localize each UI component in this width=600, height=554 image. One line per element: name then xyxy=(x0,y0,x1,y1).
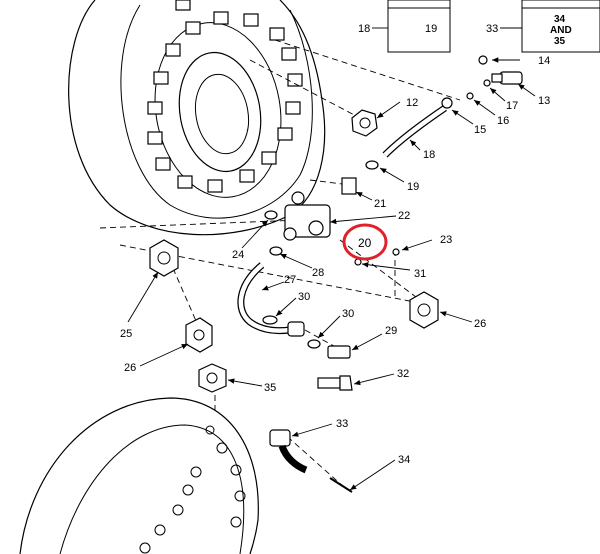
callout-21: 21 xyxy=(374,198,386,210)
oring-14 xyxy=(478,55,488,65)
washer-24 xyxy=(264,210,278,220)
callout-31: 31 xyxy=(414,268,426,280)
callout-23: 23 xyxy=(440,234,452,246)
box-label-and: AND xyxy=(550,25,572,36)
lower-wheel xyxy=(19,397,259,554)
callout-30a: 30 xyxy=(298,291,310,303)
callout-26b: 26 xyxy=(474,318,486,330)
leader-lines xyxy=(127,57,536,491)
nut-25 xyxy=(149,239,179,277)
hub-studs xyxy=(147,11,303,193)
fitting-27-end xyxy=(287,321,305,337)
oring-30b xyxy=(307,339,321,349)
fitting-29 xyxy=(327,345,351,359)
stem-34 xyxy=(329,477,353,493)
reference-box-33-35: 33 34 AND 35 xyxy=(486,0,600,53)
callout-24: 24 xyxy=(232,249,244,261)
oring-19 xyxy=(365,160,379,170)
bolt-32 xyxy=(317,375,353,391)
plug-23 xyxy=(392,248,400,256)
oring-28 xyxy=(269,246,283,256)
callout-13: 13 xyxy=(538,95,550,107)
callout-35: 35 xyxy=(264,382,276,394)
oring-30a xyxy=(262,315,278,325)
highlighted-callout-20: 20 xyxy=(342,223,388,261)
box-label-18: 18 xyxy=(358,23,370,35)
callout-16: 16 xyxy=(497,115,509,127)
callout-25: 25 xyxy=(120,328,132,340)
callout-14: 14 xyxy=(538,55,550,67)
nut-35 xyxy=(198,363,227,393)
fitting-21 xyxy=(341,177,357,195)
callout-12: 12 xyxy=(406,97,418,109)
callout-30b: 30 xyxy=(342,308,354,320)
callout-18: 18 xyxy=(423,149,435,161)
callout-15: 15 xyxy=(474,124,486,136)
highlight-circle xyxy=(342,223,388,261)
callout-27: 27 xyxy=(284,274,296,286)
nut-12 xyxy=(351,109,378,137)
callout-19: 19 xyxy=(407,181,419,193)
fitting-15 xyxy=(441,97,453,109)
callout-29: 29 xyxy=(385,325,397,337)
callout-22: 22 xyxy=(398,210,410,222)
box-label-33: 33 xyxy=(486,23,498,35)
hose-18 xyxy=(382,105,447,158)
callout-17: 17 xyxy=(506,100,518,112)
oring-17 xyxy=(483,79,491,87)
callout-20: 20 xyxy=(358,236,372,250)
nut-26b xyxy=(409,291,439,329)
upper-wheel-hub xyxy=(68,0,326,236)
valve-22 xyxy=(283,191,331,241)
box-label-34: 34 xyxy=(554,14,566,25)
callout-33: 33 xyxy=(336,418,348,430)
elbow-33 xyxy=(269,429,308,474)
oring-16 xyxy=(466,92,474,100)
reference-box-18-19: 18 19 xyxy=(358,0,451,53)
callout-26a: 26 xyxy=(124,362,136,374)
fitting-13 xyxy=(491,71,523,85)
nut-26a xyxy=(185,317,213,353)
callout-34: 34 xyxy=(398,454,410,466)
callout-28: 28 xyxy=(312,267,324,279)
callout-labels: 12 13 14 15 16 17 18 19 21 22 23 24 28 3… xyxy=(120,55,550,466)
box-label-35: 35 xyxy=(554,36,566,47)
callout-32: 32 xyxy=(397,368,409,380)
box-label-19: 19 xyxy=(425,23,437,35)
